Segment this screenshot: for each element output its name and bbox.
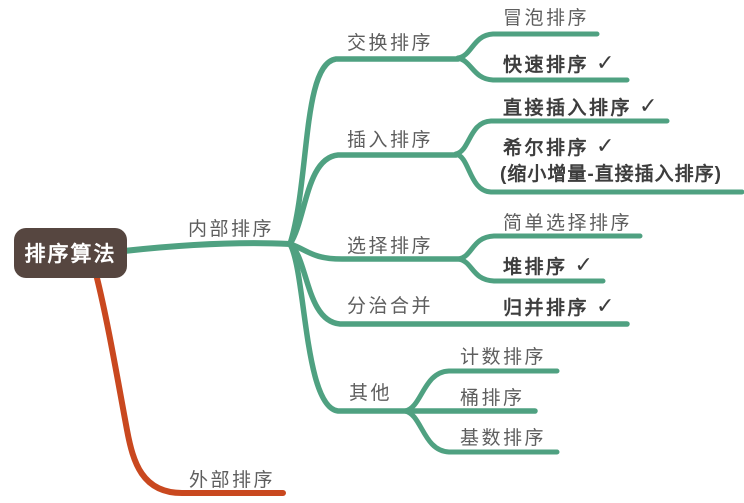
node-bubble-sort[interactable]: 冒泡排序: [503, 4, 590, 29]
node-heap-sort[interactable]: 堆排序 ✓: [503, 252, 593, 278]
connector-insertion-direct: [453, 118, 670, 157]
connector-internal-exchange: [287, 56, 461, 247]
node-bubble-sort-label: 冒泡排序: [503, 7, 590, 29]
node-direct-insertion-sort[interactable]: 直接插入排序 ✓: [503, 93, 658, 119]
node-divide-merge-label: 分治合并: [347, 295, 434, 317]
node-others[interactable]: 其他: [349, 379, 393, 404]
check-icon: ✓: [596, 133, 615, 158]
node-simple-selection-sort[interactable]: 简单选择排序: [503, 209, 633, 234]
connector-insertion-shell: [453, 151, 744, 195]
connector-root-external: [93, 271, 286, 496]
node-selection-sort-label: 选择排序: [347, 235, 434, 257]
check-icon: ✓: [574, 252, 593, 277]
node-shell-sort-note[interactable]: (缩小增量-直接插入排序): [500, 160, 722, 185]
connector-selection-simple: [456, 233, 643, 262]
node-simple-selection-sort-label: 简单选择排序: [503, 212, 633, 234]
node-radix-sort-label: 基数排序: [460, 427, 547, 449]
node-merge-sort-label: 归并排序: [503, 297, 590, 319]
node-exchange-sort[interactable]: 交换排序: [347, 29, 434, 54]
connector-internal-others: [287, 241, 538, 414]
node-merge-sort[interactable]: 归并排序 ✓: [503, 293, 615, 319]
node-insertion-sort-label: 插入排序: [347, 129, 434, 151]
node-shell-sort-note-label: (缩小增量-直接插入排序): [500, 163, 722, 185]
node-direct-insertion-sort-label: 直接插入排序: [503, 97, 633, 119]
connector-exchange-quick: [455, 55, 630, 83]
connector-internal-insertion: [287, 152, 459, 247]
node-shell-sort[interactable]: 希尔排序 ✓: [503, 133, 615, 159]
node-divide-merge[interactable]: 分治合并: [347, 292, 434, 317]
node-counting-sort-label: 计数排序: [460, 346, 547, 368]
connector-selection-heap: [456, 256, 606, 284]
check-icon: ✓: [596, 50, 615, 75]
connector-others-radix: [402, 408, 560, 455]
node-insertion-sort[interactable]: 插入排序: [347, 126, 434, 151]
root-node-sorting-algorithms[interactable]: 排序算法: [14, 228, 127, 278]
node-external-sort[interactable]: 外部排序: [189, 466, 276, 491]
node-shell-sort-label: 希尔排序: [503, 137, 590, 159]
node-bucket-sort-label: 桶排序: [460, 387, 525, 409]
node-internal-sort-label: 内部排序: [188, 218, 275, 240]
node-bucket-sort[interactable]: 桶排序: [460, 384, 525, 409]
check-icon: ✓: [639, 93, 658, 118]
node-radix-sort[interactable]: 基数排序: [460, 424, 547, 449]
check-icon: ✓: [596, 293, 615, 318]
node-selection-sort[interactable]: 选择排序: [347, 232, 434, 257]
node-exchange-sort-label: 交换排序: [347, 32, 434, 54]
node-internal-sort[interactable]: 内部排序: [188, 215, 275, 240]
connector-root-internal: [121, 240, 293, 254]
node-external-sort-label: 外部排序: [189, 469, 276, 491]
node-others-label: 其他: [349, 382, 393, 404]
connector-others-counting: [402, 368, 560, 414]
node-quick-sort[interactable]: 快速排序 ✓: [503, 50, 615, 76]
node-counting-sort[interactable]: 计数排序: [460, 343, 547, 368]
node-quick-sort-label: 快速排序: [503, 54, 590, 76]
root-node-label: 排序算法: [24, 243, 117, 266]
node-heap-sort-label: 堆排序: [503, 256, 568, 278]
